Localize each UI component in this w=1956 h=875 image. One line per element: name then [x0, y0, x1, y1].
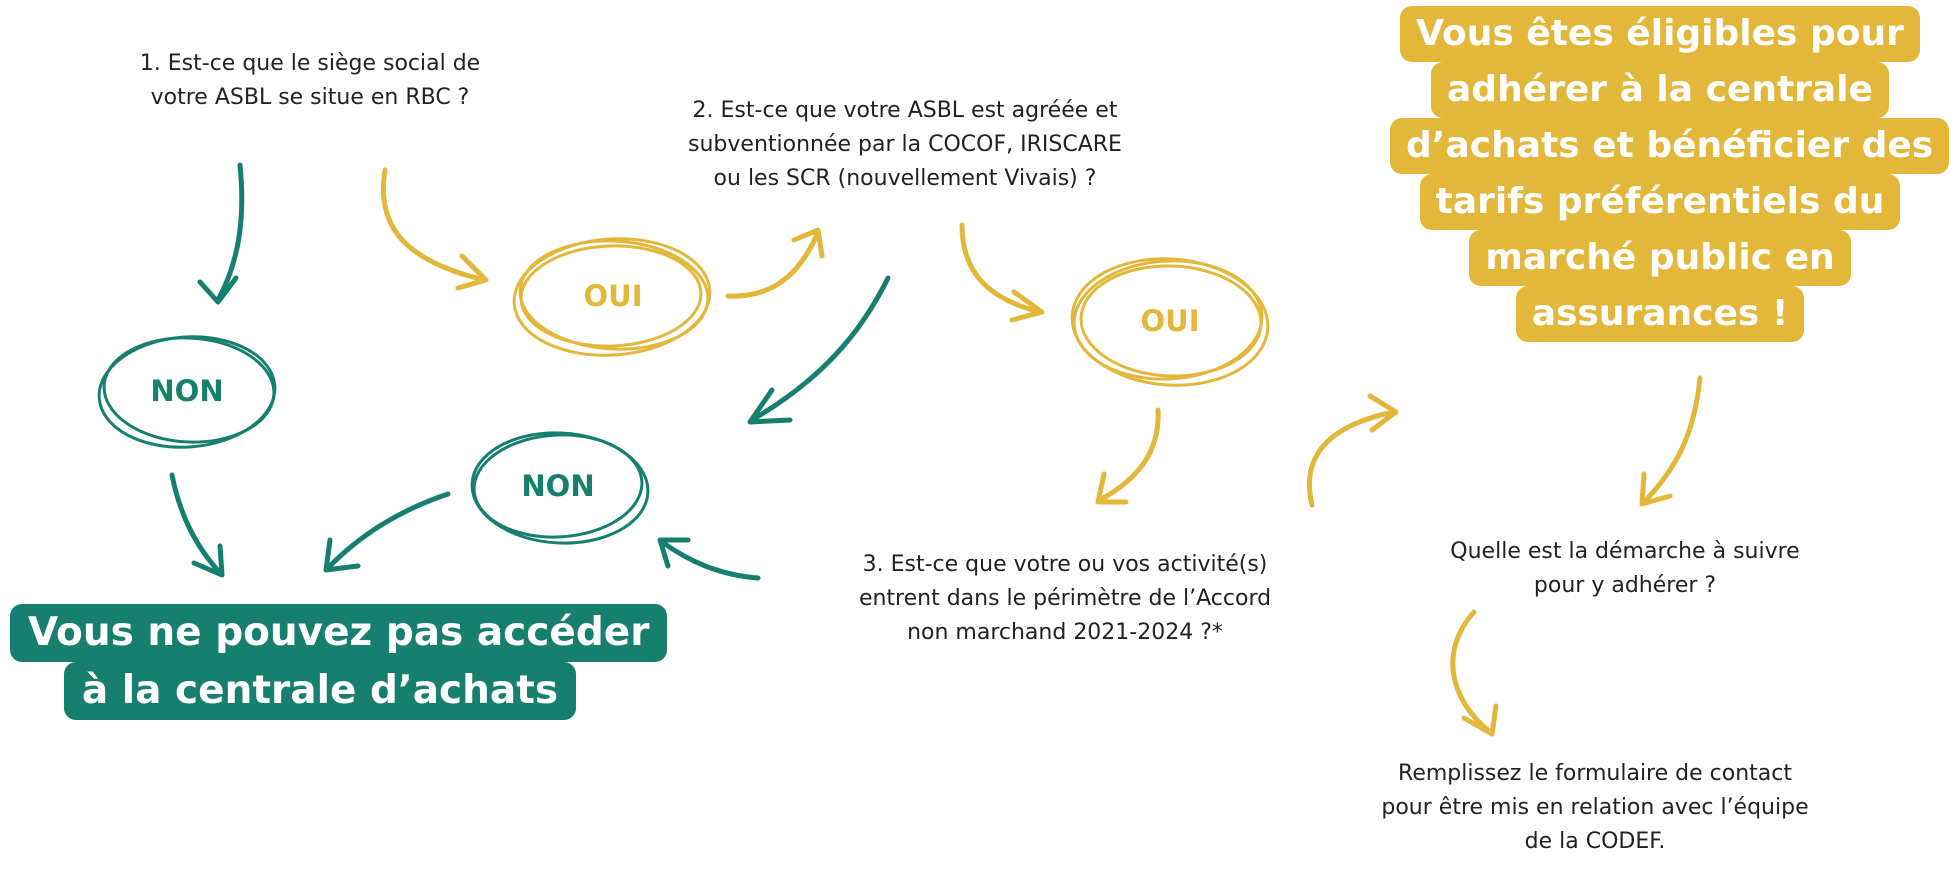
arrow-non-to-refused	[169, 472, 225, 578]
answer-non-2: NON	[521, 469, 595, 503]
arrow-eligible-to-step	[1639, 375, 1703, 507]
oui-oval-2	[1070, 257, 1270, 387]
non-oval-1	[97, 335, 277, 449]
question-1: 1. Est-ce que le siège social de votre A…	[139, 51, 481, 110]
answer-oui-2: OUI	[1140, 304, 1200, 338]
answer-oui-1: OUI	[583, 279, 643, 313]
arrow-q3-to-non	[657, 537, 761, 581]
next-step-action: Remplissez le formulaire de contact pour…	[1381, 761, 1809, 854]
arrow-q1-to-non	[197, 162, 245, 305]
answer-non-1: NON	[150, 374, 224, 408]
arrow-non-to-refused-2	[323, 491, 451, 573]
refused-result: Vous ne pouvez pas accéder à la centrale…	[10, 604, 668, 720]
arrow-q3-to-eligible	[1306, 393, 1399, 508]
eligible-result: Vous êtes éligibles pour adhérer à la ce…	[1390, 6, 1950, 342]
next-step-question: Quelle est la démarche à suivre pour y a…	[1450, 539, 1800, 598]
question-3: 3. Est-ce que votre ou vos activité(s) e…	[858, 552, 1272, 645]
arrow-oui-to-q3	[1095, 407, 1161, 505]
oui-oval-1	[512, 237, 712, 357]
arrow-step-to-action	[1450, 609, 1499, 737]
arrow-q1-to-oui	[380, 167, 489, 291]
arrow-q2-to-non	[747, 275, 891, 425]
arrow-q2-to-oui	[959, 222, 1045, 323]
arrow-oui-to-q2	[725, 227, 825, 299]
question-2: 2. Est-ce que votre ASBL est agréée et s…	[688, 98, 1122, 191]
non-oval-2	[470, 431, 650, 545]
